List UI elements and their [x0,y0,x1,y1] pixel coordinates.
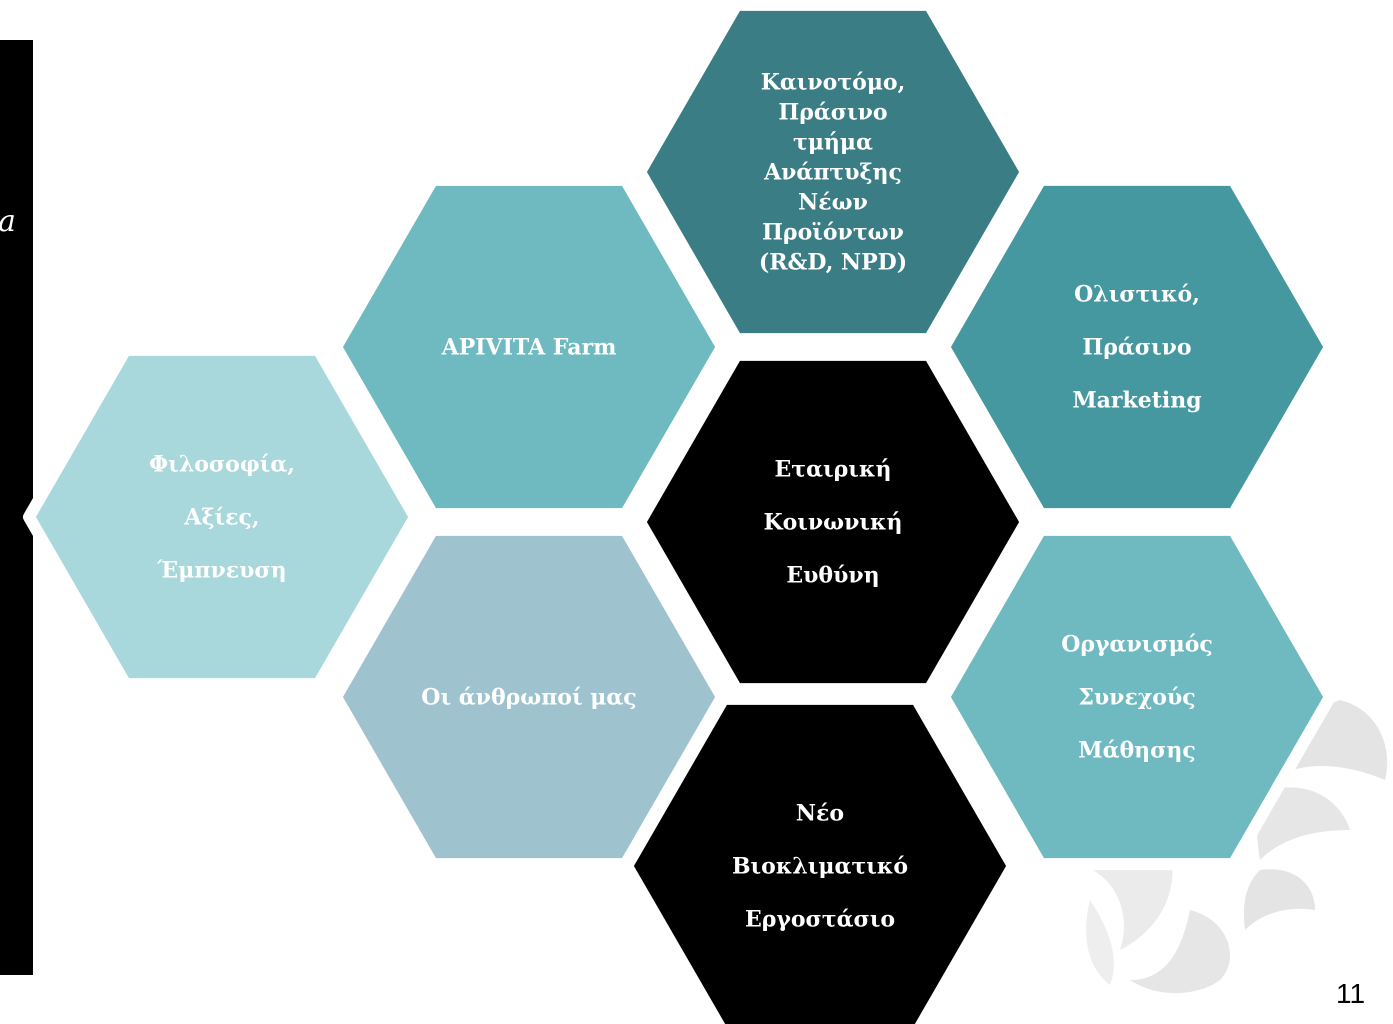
left-panel-glyph: a [0,204,16,239]
hexagon-shape-csr [634,348,1032,696]
hexagon-label-line: Ευθύνη [786,563,879,589]
hexagon-label-line: Πράσινο [778,100,887,126]
hexagon-label-line: Ανάπτυξης [763,160,902,186]
hexagon-label-line: Κοινωνική [763,510,902,536]
hexagon-label-line: Νέο [796,801,844,827]
hexagon-apivita-farm: APIVITA Farm [330,173,728,521]
page-number: 11 [1336,978,1366,1009]
hexagon-label-line: Πράσινο [1082,335,1191,361]
hexagon-shape-holistic-marketing [938,173,1336,521]
hexagon-shape-philosophy [23,343,421,691]
hexagon-label-line: Μάθησης [1078,738,1196,764]
hexagon-label-line: APIVITA Farm [441,335,617,361]
hexagon-philosophy: Φιλοσοφία, Αξίες, Έμπνευση [23,343,421,691]
hexagon-label-line: (R&D, NPD) [759,250,907,276]
hexagon-label-line: Έμπνευση [156,558,286,584]
hexagon-shape-innovative-rd [634,0,1032,346]
hexagon-label-line: Ολιστικό, [1074,282,1200,308]
hexagon-label-line: Αξίες, [183,505,259,531]
hexagon-label-line: Εταιρική [775,457,892,483]
hexagon-label-line: Marketing [1072,388,1201,414]
hexagon-our-people: Οι άνθρωποί μας [330,523,728,871]
hexagon-label-line: Φιλοσοφία, [149,452,295,478]
hexagon-label-line: Συνεχούς [1078,685,1195,711]
hexagon-shape-learning-organization [938,523,1336,871]
hexagon-label-line: Προϊόντων [762,220,904,246]
hexagon-label-line: Νέων [798,190,868,216]
hexagon-label-line: Εργοστάσιο [745,907,895,933]
hexagon-shape-new-factory [621,692,1019,1024]
hexagon-label-line: Καινοτόμο, [761,70,906,96]
hexagon-label-line: Βιοκλιματικό [732,854,908,880]
hexagon-label-line: Οι άνθρωποί μας [421,685,636,711]
hexagon-shape-apivita-farm [330,173,728,521]
left-black-panel: a [0,40,33,975]
hexagon-label-line: Οργανισμός [1061,632,1213,658]
hexagon-label-line: τμήμα [793,130,873,156]
hexagon-innovative-rd: Καινοτόμο, Πράσινο τμήμαΑνάπτυξηςΝέωνΠροϊό… [634,0,1032,346]
